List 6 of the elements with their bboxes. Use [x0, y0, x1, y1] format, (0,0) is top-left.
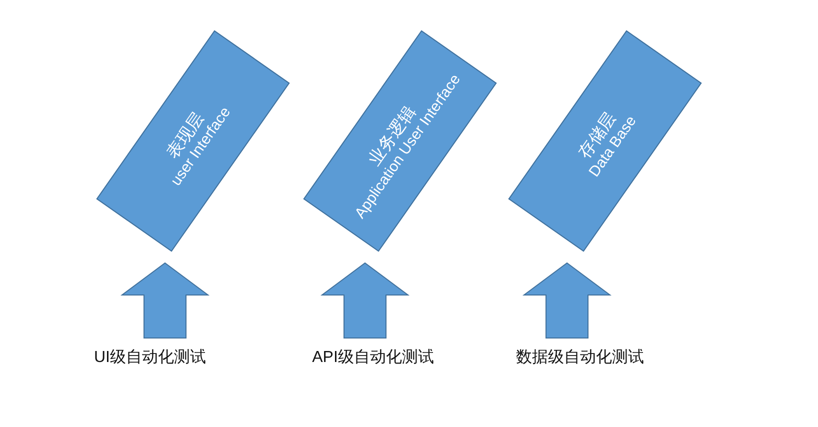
- block-arrow: [522, 262, 612, 338]
- block-arrow: [120, 262, 210, 338]
- arrow-caption: 数据级自动化测试: [516, 347, 644, 368]
- arrow-caption: UI级自动化测试: [94, 347, 206, 368]
- arrow-caption: API级自动化测试: [312, 347, 434, 368]
- block-arrow: [320, 262, 410, 338]
